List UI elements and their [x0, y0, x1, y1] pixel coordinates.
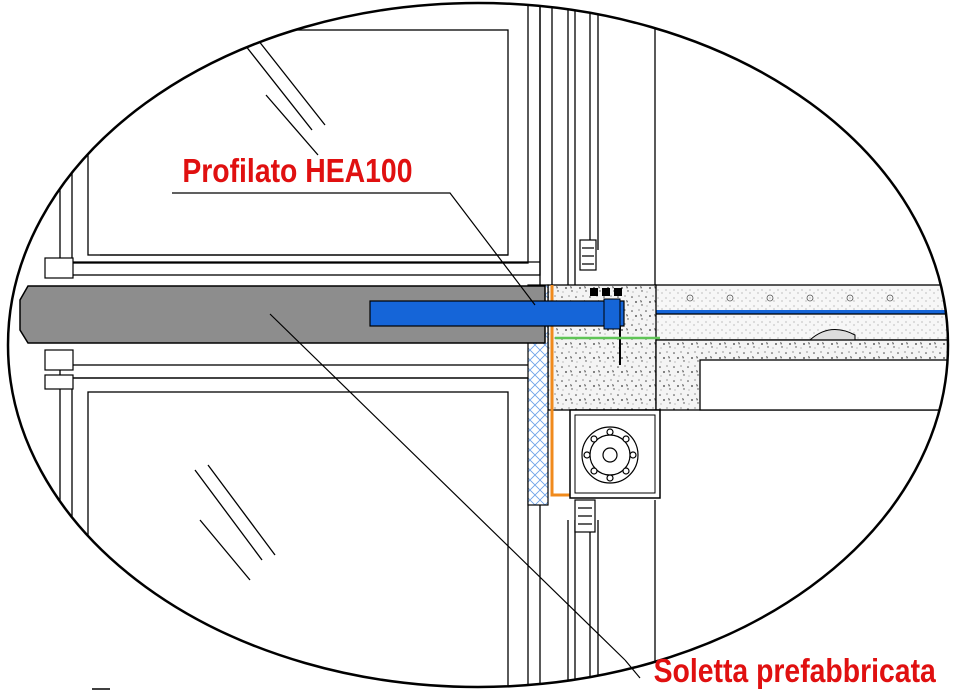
leader-hea100 — [172, 192, 536, 306]
hea100-profile — [369, 300, 625, 327]
orange-membrane — [550, 285, 575, 497]
window-left-lower — [59, 364, 541, 687]
hea100-end-plate — [603, 298, 621, 330]
detail-frame-ellipse — [6, 1, 950, 689]
drain-icon — [581, 426, 639, 484]
label-hea100: Profilato HEA100 — [182, 152, 412, 190]
leader-soletta — [269, 313, 626, 661]
precast-slab-shape — [19, 285, 546, 344]
hinge-left — [44, 257, 74, 390]
roof-slope-layer — [654, 313, 948, 341]
hinge-top — [579, 239, 597, 271]
detail-content — [19, 3, 948, 687]
roof-fillet — [808, 329, 856, 341]
label-soletta: Soletta prefabbricata — [654, 652, 937, 690]
lintel-inner — [574, 414, 656, 494]
window-left-upper — [59, 3, 541, 276]
mullion-lines — [539, 3, 656, 687]
glass-hatch-upper — [244, 39, 326, 156]
slab-void — [699, 359, 948, 411]
hinge-bottom — [574, 499, 596, 533]
leader-soletta-tail — [624, 659, 641, 679]
glass-hatch-lower — [194, 464, 276, 581]
roof-screed-layer — [654, 284, 948, 312]
roof-screed-rings — [686, 294, 894, 302]
